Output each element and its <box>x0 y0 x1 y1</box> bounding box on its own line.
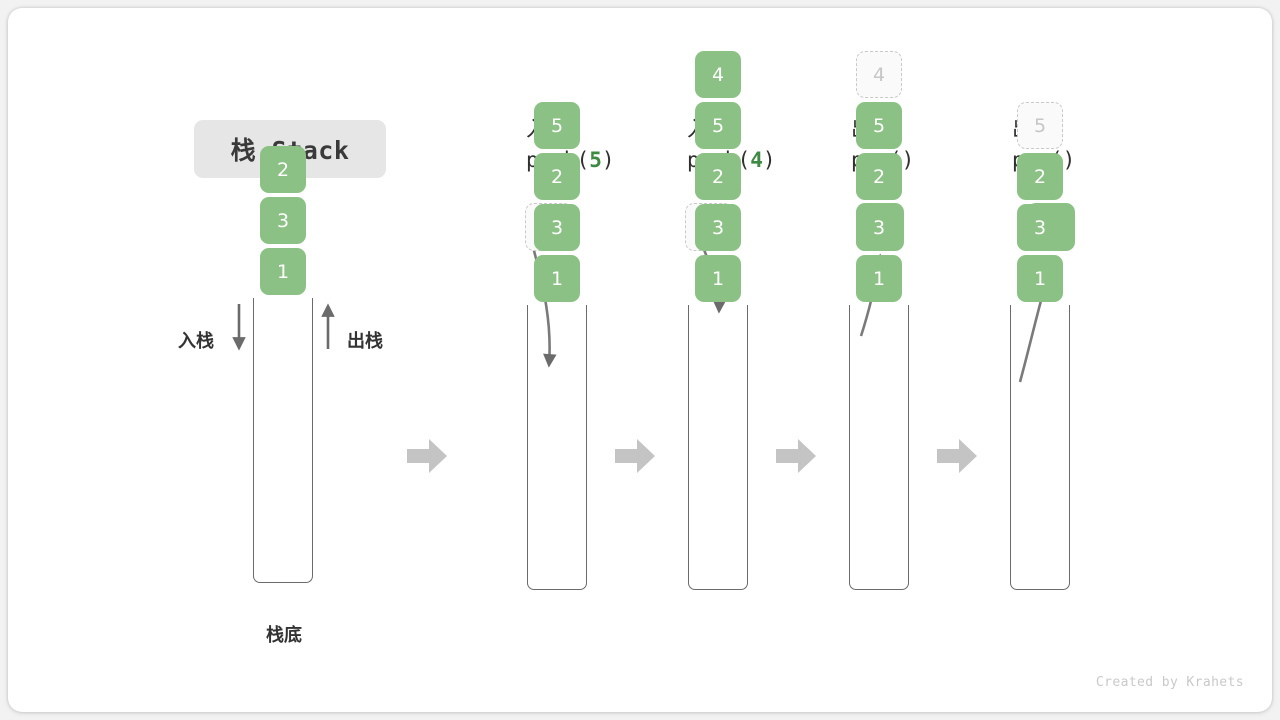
step-4-code-suffix: ) <box>1062 148 1076 172</box>
pop-label: 出栈 <box>347 331 383 352</box>
stack-cell: 3 <box>260 197 306 244</box>
stack-frame <box>688 305 748 590</box>
step-2-code-arg: 4 <box>750 148 763 172</box>
stack-cell: 3 <box>695 204 741 251</box>
stack-cell: 2 <box>695 153 741 200</box>
stack-cells: 1 3 2 5 4 <box>849 47 909 302</box>
stack-cells: 1 3 2 5 <box>1010 98 1070 302</box>
stack-frame <box>253 298 313 583</box>
stack-cells: 1 3 2 5 <box>527 98 587 302</box>
stack-cell: 1 <box>260 248 306 295</box>
step-1-code-suffix: ) <box>601 148 615 172</box>
stack-cell: 4 <box>695 51 741 98</box>
stack-cell: 2 <box>856 153 902 200</box>
step-1-code-arg: 5 <box>589 148 602 172</box>
stack-cell: 3 <box>856 204 902 251</box>
footer-credit: Created by Krahets <box>1095 675 1244 690</box>
stack-cell: 1 <box>534 255 580 302</box>
stack-bottom-label: 栈底 <box>266 625 302 646</box>
stack-cell: 3 <box>534 204 580 251</box>
stack-cell: 1 <box>856 255 902 302</box>
stack-cell: 2 <box>260 146 306 193</box>
stack-cells: 1 3 2 5 4 <box>688 47 748 302</box>
stack-cell: 5 <box>695 102 741 149</box>
stack-frame <box>527 305 587 590</box>
flow-arrow-right-icon <box>615 439 655 473</box>
diagram-card: 栈 Stack 栈顶 栈底 入栈 出栈 1 3 2 入栈 push(5) 5 <box>8 8 1272 712</box>
stack-frame <box>1010 305 1070 590</box>
flow-arrow-right-icon <box>776 439 816 473</box>
stack-cell: 5 <box>534 102 580 149</box>
flow-arrow-right-icon <box>407 439 447 473</box>
stack-cell: 1 <box>1017 255 1063 302</box>
stack-frame <box>849 305 909 590</box>
stack-cell-removed: 5 <box>1017 102 1063 149</box>
step-3-code-suffix: ) <box>901 148 915 172</box>
stack-cell: 1 <box>695 255 741 302</box>
step-2-code-suffix: ) <box>762 148 776 172</box>
flow-arrow-right-icon <box>937 439 977 473</box>
stack-cell: 2 <box>534 153 580 200</box>
stack-cell: 3 <box>1017 204 1063 251</box>
stack-cells: 1 3 2 <box>253 142 313 295</box>
push-label: 入栈 <box>178 331 214 352</box>
stack-cell: 2 <box>1017 153 1063 200</box>
stack-cell: 5 <box>856 102 902 149</box>
stack-cell-removed: 4 <box>856 51 902 98</box>
